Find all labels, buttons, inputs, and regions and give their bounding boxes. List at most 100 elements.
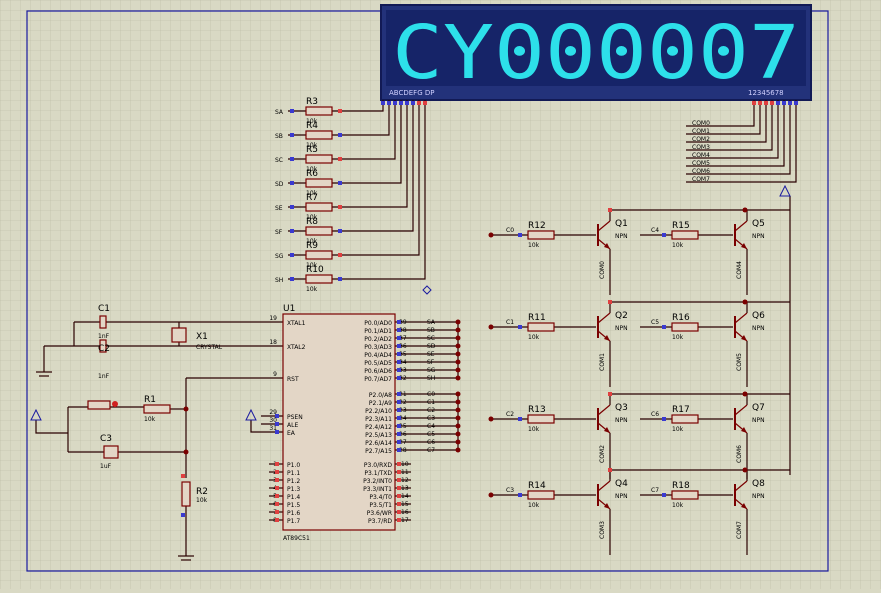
pin-name: P0.2/AD2: [364, 336, 392, 343]
wire: [686, 100, 791, 175]
transistor-type: NPN: [752, 417, 765, 424]
port-net-label: SH: [427, 375, 435, 382]
pin-marker: [397, 470, 401, 474]
seven-segment-display[interactable]: CY000007 ABCDEFG DP 12345678: [380, 4, 812, 101]
com-net-label: COM4: [692, 152, 710, 159]
resistor-r2[interactable]: [181, 481, 191, 507]
button-knob-icon[interactable]: [112, 401, 118, 407]
pin-name: XTAL2: [287, 344, 306, 351]
pin-name: P2.3/A11: [365, 416, 392, 423]
emitter-arrow-icon: [604, 427, 610, 433]
resistor-r6[interactable]: [305, 178, 333, 188]
wire: [686, 100, 761, 135]
resistor-r5[interactable]: [305, 154, 333, 164]
resistor-ref: R8: [306, 217, 318, 227]
pin-marker: [290, 205, 294, 209]
pin-marker: [275, 422, 279, 426]
crystal-x1[interactable]: [171, 327, 187, 343]
pin-number: 27: [399, 439, 407, 446]
junction-dot: [455, 351, 461, 357]
resistor-r14[interactable]: [527, 490, 555, 500]
junction-dot: [455, 319, 461, 325]
pin-marker: [417, 101, 421, 105]
pin-marker: [794, 101, 798, 105]
resistor-r13[interactable]: [527, 414, 555, 424]
com-net-label: COM1: [692, 128, 710, 135]
pin-marker: [397, 400, 401, 404]
resistor-value: 10k: [196, 497, 208, 504]
transistor-type: NPN: [752, 233, 765, 240]
pin-name: P1.5: [287, 502, 300, 509]
transistor-com-label: COM6: [736, 445, 743, 463]
pin-number: 11: [401, 469, 409, 476]
pin-marker: [387, 101, 391, 105]
pin-marker: [290, 229, 294, 233]
capacitor-c1[interactable]: [99, 315, 107, 329]
pin-marker: [399, 101, 403, 105]
resistor-value: 10k: [306, 190, 318, 197]
pin-marker: [275, 510, 279, 514]
resistor-r17[interactable]: [671, 414, 699, 424]
pin-marker: [518, 417, 522, 421]
pin-number: 15: [401, 501, 409, 508]
transistor-collector: [597, 404, 611, 416]
pin-marker: [397, 494, 401, 498]
port-net-label: C2: [427, 407, 435, 414]
pin-name: XTAL1: [287, 320, 306, 327]
resistor-r8[interactable]: [305, 226, 333, 236]
junction-dot: [455, 431, 461, 437]
resistor-value: 10k: [672, 426, 684, 433]
pin-number: 34: [399, 359, 407, 366]
driver-net-label: C2: [506, 411, 514, 418]
resistor-r10[interactable]: [305, 274, 333, 284]
pin-number: 13: [401, 485, 409, 492]
mcu-chip[interactable]: [282, 313, 396, 531]
pin-marker: [397, 336, 401, 340]
resistor-r16[interactable]: [671, 322, 699, 332]
cap-ref: C1: [98, 304, 110, 314]
transistor-ref: Q3: [615, 403, 628, 413]
pin-marker: [397, 440, 401, 444]
pin-number: 39: [399, 319, 407, 326]
pin-number: 14: [401, 493, 409, 500]
capacitor-c2[interactable]: [99, 339, 107, 353]
transistor-collector: [734, 220, 748, 232]
resistor-r18[interactable]: [671, 490, 699, 500]
pin-marker: [405, 101, 409, 105]
resistor-value: 10k: [306, 214, 318, 221]
resistor-r9[interactable]: [305, 250, 333, 260]
pin-number: 31: [269, 425, 277, 432]
reset-button[interactable]: [87, 400, 111, 410]
pin-marker: [397, 392, 401, 396]
resistor-value: 10k: [306, 166, 318, 173]
resistor-r12[interactable]: [527, 230, 555, 240]
pin-marker: [397, 344, 401, 348]
resistor-r7[interactable]: [305, 202, 333, 212]
pin-number: 32: [399, 375, 407, 382]
resistor-r15[interactable]: [671, 230, 699, 240]
resistor-r3[interactable]: [305, 106, 333, 116]
transistor-collector: [597, 220, 611, 232]
com-net-label: COM6: [692, 168, 710, 175]
resistor-ref: R7: [306, 193, 318, 203]
pin-marker: [764, 101, 768, 105]
resistor-value: 10k: [306, 262, 318, 269]
resistor-r4[interactable]: [305, 130, 333, 140]
pin-marker: [338, 229, 342, 233]
emitter-arrow-icon: [604, 243, 610, 249]
pin-marker: [275, 462, 279, 466]
pin-number: 23: [399, 407, 407, 414]
pin-marker: [338, 253, 342, 257]
wire: [332, 100, 402, 184]
junction-dot: [455, 391, 461, 397]
capacitor-c3[interactable]: [103, 445, 119, 459]
pin-name: P1.2: [287, 478, 300, 485]
junction-dot: [455, 439, 461, 445]
resistor-value: 10k: [528, 242, 540, 249]
port-net-label: C5: [427, 431, 435, 438]
pin-number: 28: [399, 447, 407, 454]
resistor-r11[interactable]: [527, 322, 555, 332]
resistor-r1[interactable]: [143, 404, 171, 414]
driver-net-label: C1: [506, 319, 514, 326]
